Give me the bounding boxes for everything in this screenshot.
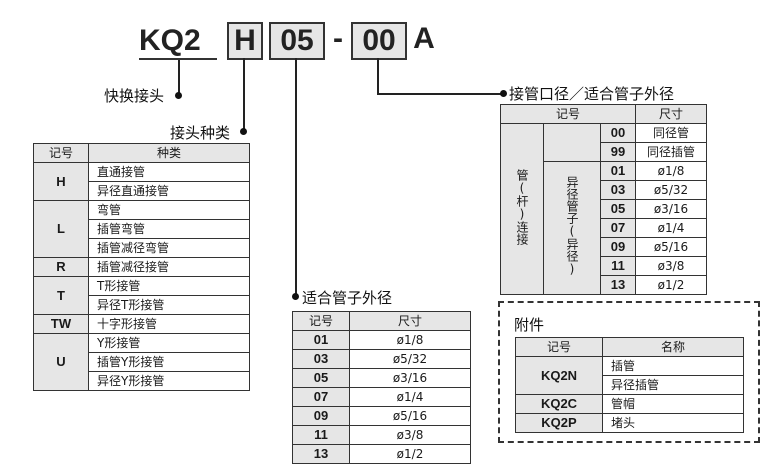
label-joint-type: 接头种类 — [170, 124, 231, 142]
accessories-box — [498, 301, 760, 443]
tube-code: 09 — [292, 406, 350, 426]
joint-code-R: R — [33, 257, 89, 277]
model-tube-code: 05 — [269, 22, 325, 60]
model-suffix: A — [413, 22, 435, 55]
port-size: ø1/8 — [635, 161, 707, 181]
port-size: ø3/16 — [635, 199, 707, 219]
joint-code-L: L — [33, 200, 89, 258]
port-code: 05 — [600, 199, 636, 219]
port-header-code: 记号 — [500, 104, 636, 124]
port-size: ø5/16 — [635, 237, 707, 257]
joint-item: 插管减径接管 — [88, 257, 250, 277]
acc-code-KQ2C: KQ2C — [515, 394, 603, 414]
model-prefix: KQ2 — [139, 24, 217, 60]
tube-size: ø1/2 — [349, 444, 471, 464]
acc-header-code: 记号 — [515, 337, 603, 357]
joint-header-type: 种类 — [88, 143, 250, 163]
leader-line-port-h — [377, 93, 503, 95]
joint-item: 直通接管 — [88, 162, 250, 182]
port-code: 09 — [600, 237, 636, 257]
tube-size: ø1/8 — [349, 330, 471, 350]
joint-code-H: H — [33, 162, 89, 201]
joint-item: 弯管 — [88, 200, 250, 220]
tube-size: ø5/16 — [349, 406, 471, 426]
joint-item: 十字形接管 — [88, 314, 250, 334]
leader-dot-port — [500, 90, 507, 97]
port-code: 01 — [600, 161, 636, 181]
joint-header-code: 记号 — [33, 143, 89, 163]
tube-code: 11 — [292, 425, 350, 445]
joint-code-U: U — [33, 333, 89, 391]
tube-size: ø5/32 — [349, 349, 471, 369]
acc-item: 管帽 — [602, 394, 744, 414]
acc-header-name: 名称 — [602, 337, 744, 357]
tube-code: 01 — [292, 330, 350, 350]
leader-line-joint — [243, 58, 245, 132]
port-size: 同径管 — [635, 123, 707, 143]
port-code: 99 — [600, 142, 636, 162]
tube-code: 05 — [292, 368, 350, 388]
leader-line-port-v — [377, 58, 379, 94]
joint-item: 异径直通接管 — [88, 181, 250, 201]
tube-code: 13 — [292, 444, 350, 464]
port-code: 07 — [600, 218, 636, 238]
tube-header-size: 尺寸 — [349, 311, 471, 331]
label-port-size: 接管口径／适合管子外径 — [509, 85, 675, 103]
port-size: ø3/8 — [635, 256, 707, 276]
port-code: 13 — [600, 275, 636, 295]
acc-item: 异径插管 — [602, 375, 744, 395]
port-size: 同径插管 — [635, 142, 707, 162]
tube-code: 07 — [292, 387, 350, 407]
label-tube-od: 适合管子外径 — [302, 289, 393, 307]
leader-dot-quick — [175, 92, 182, 99]
joint-item: Y形接管 — [88, 333, 250, 353]
label-quick-coupling: 快换接头 — [104, 87, 165, 105]
joint-item: 插管弯管 — [88, 219, 250, 239]
port-code: 03 — [600, 180, 636, 200]
tube-size: ø3/16 — [349, 368, 471, 388]
joint-code-TW: TW — [33, 314, 89, 334]
leader-line-tube — [295, 58, 297, 296]
port-header-size: 尺寸 — [635, 104, 707, 124]
joint-item: 异径T形接管 — [88, 295, 250, 315]
port-size: ø5/32 — [635, 180, 707, 200]
model-port-code: 00 — [351, 22, 407, 60]
joint-code-T: T — [33, 276, 89, 315]
port-code: 00 — [600, 123, 636, 143]
leader-dot-joint — [240, 128, 247, 135]
joint-item: 异径Y形接管 — [88, 371, 250, 391]
leader-dot-tube — [292, 293, 299, 300]
acc-item: 堵头 — [602, 413, 744, 433]
port-size: ø1/2 — [635, 275, 707, 295]
port-side-inner: 异径管子(异径) — [543, 161, 601, 295]
tube-header-code: 记号 — [292, 311, 350, 331]
leader-line-quick — [178, 60, 180, 96]
acc-code-KQ2N: KQ2N — [515, 356, 603, 395]
port-code: 11 — [600, 256, 636, 276]
joint-item: 插管减径弯管 — [88, 238, 250, 258]
port-size: ø1/4 — [635, 218, 707, 238]
model-joint-code: H — [227, 22, 263, 60]
acc-item: 插管 — [602, 356, 744, 376]
tube-size: ø1/4 — [349, 387, 471, 407]
tube-code: 03 — [292, 349, 350, 369]
joint-item: T形接管 — [88, 276, 250, 296]
model-dash: - — [333, 22, 343, 55]
label-accessories: 附件 — [514, 316, 545, 334]
port-side-outer-text: 管(杆)连接 — [515, 168, 529, 245]
acc-code-KQ2P: KQ2P — [515, 413, 603, 433]
port-side-outer: 管(杆)连接 — [500, 123, 544, 295]
tube-size: ø3/8 — [349, 425, 471, 445]
port-side-inner-text: 异径管子(异径) — [565, 175, 579, 276]
port-side-blank — [543, 123, 601, 162]
joint-item: 插管Y形接管 — [88, 352, 250, 372]
